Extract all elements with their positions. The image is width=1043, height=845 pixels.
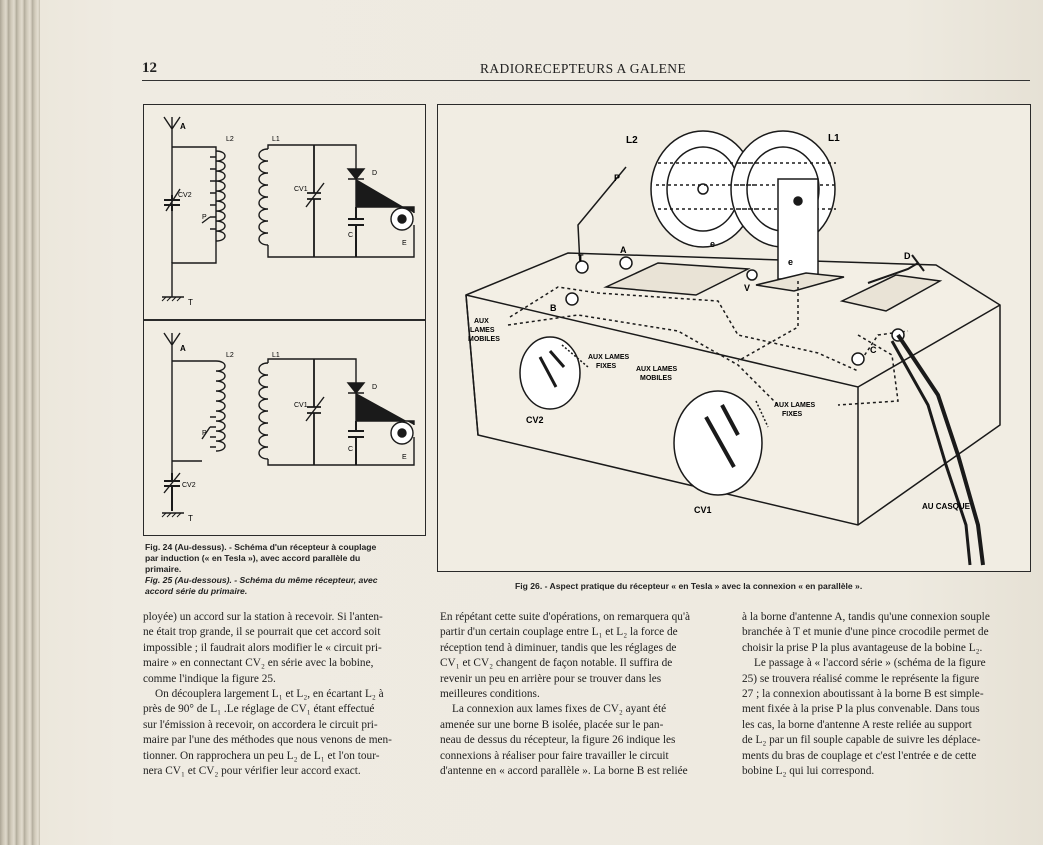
fig24-label-T: T xyxy=(188,298,193,307)
text-line: ne était trop grande, il se pourrait que… xyxy=(143,626,381,639)
fig26-label-V: V xyxy=(744,283,750,293)
figure-24-schematic: A L2 L1 CV2 P CV1 D C E T xyxy=(161,116,415,307)
fig26-label-L1: L1 xyxy=(828,133,840,144)
text-line: meilleures conditions. xyxy=(440,688,540,701)
text-line: connexions à réaliser pour faire travail… xyxy=(440,749,669,762)
figure-24-box: A L2 L1 CV2 P CV1 D C E T xyxy=(143,104,426,320)
fig24-label-antenna: A xyxy=(180,122,186,131)
figure-26-illustration: L2 L1 P A T e e V D B C CV2 CV1 AUX LAME… xyxy=(465,130,1001,566)
text-line: amenée sur une borne B isolée, placée su… xyxy=(440,718,664,731)
fig25-label-E: E xyxy=(402,454,407,461)
caption-fig-26: Fig 26. - Aspect pratique du récepteur «… xyxy=(515,581,1025,592)
fig24-label-CV2: CV2 xyxy=(178,192,192,199)
caption-line: Fig 26. - Aspect pratique du récepteur «… xyxy=(515,581,863,591)
fig26-label-C: C xyxy=(870,345,877,355)
text-line: choisir la prise P la plus avantageuse d… xyxy=(742,641,983,654)
fig25-label-CV2: CV2 xyxy=(182,482,196,489)
fig26-label-A: A xyxy=(620,245,627,255)
page-number: 12 xyxy=(142,60,157,76)
text-line: ployée) un accord sur la station à recev… xyxy=(143,611,383,623)
fig26-label-lames-1: LAMES xyxy=(470,327,495,334)
text-line: maire » en connectant CV₂ en série avec … xyxy=(143,657,374,670)
fig24-label-P: P xyxy=(202,214,207,221)
text-line: neau de dessus du récepteur, la figure 2… xyxy=(440,734,676,747)
text-line: partir d'un certain couplage entre L₁ et… xyxy=(440,626,678,639)
fig25-label-antenna: A xyxy=(180,344,186,353)
text-line: 25) se trouvera réalisé comme le représe… xyxy=(742,672,980,685)
fig25-label-T: T xyxy=(188,514,193,523)
fig26-label-aux-1: AUX xyxy=(474,318,489,325)
fig24-label-L1: L1 xyxy=(272,136,280,143)
text-line: nera CV₁ et CV₂ pour vérifier leur accor… xyxy=(143,765,361,778)
text-line: près de 90° de L₁ .Le réglage de CV₁ éta… xyxy=(143,703,375,716)
fig26-label-CV1: CV1 xyxy=(694,505,712,515)
text-line: maire par l'une des méthodes que nous ve… xyxy=(143,734,392,747)
text-line: de L₂ par un fil souple capable de suivr… xyxy=(742,734,981,747)
fig26-label-fixes-1b: FIXES xyxy=(596,363,617,370)
caption-line: par induction (« en Tesla »), avec accor… xyxy=(145,553,361,563)
fig25-label-L1: L1 xyxy=(272,352,280,359)
fig24-label-D: D xyxy=(372,170,377,177)
text-line: CV₁ et CV₂ changent de façon notable. Il… xyxy=(440,657,673,670)
fig24-label-C: C xyxy=(348,232,353,239)
fig24-label-E: E xyxy=(402,240,407,247)
text-line: 27 ; la connexion aboutissant à la borne… xyxy=(742,688,984,701)
fig26-label-fixes-2a: AUX LAMES xyxy=(774,402,816,409)
text-line: tionner. On rapprochera un peu L₂ de L₁ … xyxy=(143,749,380,762)
text-line: réception tend à diminuer, tandis que le… xyxy=(440,641,677,654)
figure-25-schematic: A L2 L1 CV2 P CV1 D C E T xyxy=(161,332,415,523)
fig26-label-T: T xyxy=(578,253,584,263)
caption-line: Fig. 25 (Au-dessous). - Schéma du même r… xyxy=(145,575,378,585)
caption-line: Fig. 24 (Au-dessus). - Schéma d'un récep… xyxy=(145,542,377,552)
fig26-label-e1: e xyxy=(710,239,715,249)
text-line: impossible ; il faudrait alors modifier … xyxy=(143,641,382,654)
text-column-1: ployée) un accord sur la station à recev… xyxy=(143,610,424,779)
text-line: La connexion aux lames fixes de CV₂ ayan… xyxy=(452,703,667,716)
caption-fig-24-25: Fig. 24 (Au-dessus). - Schéma d'un récep… xyxy=(145,542,435,597)
text-line: revenir un peu en arrière pour se trouve… xyxy=(440,672,662,685)
fig25-label-C: C xyxy=(348,446,353,453)
text-column-3: à la borne d'antenne A, tandis qu'une co… xyxy=(742,610,1030,779)
text-line: En répétant cette suite d'opérations, on… xyxy=(440,611,690,623)
figure-25-box: A L2 L1 CV2 P CV1 D C E T xyxy=(143,320,426,536)
running-title: RADIORECEPTEURS A GALENE xyxy=(480,61,687,76)
text-line: bobine L₂ qui lui correspond. xyxy=(742,765,875,778)
fig26-label-D: D xyxy=(904,251,911,261)
fig25-label-CV1: CV1 xyxy=(294,402,308,409)
text-line: branchée à T et munie d'une pince crocod… xyxy=(742,626,989,639)
fig26-label-fixes-2b: FIXES xyxy=(782,411,803,418)
fig26-label-P: P xyxy=(614,173,620,183)
fig26-label-e2: e xyxy=(788,257,793,267)
fig26-label-mobiles-2b: MOBILES xyxy=(640,375,672,382)
fig24-label-L2: L2 xyxy=(226,136,234,143)
fig26-label-B: B xyxy=(550,303,557,313)
fig26-label-fixes-1a: AUX LAMES xyxy=(588,354,630,361)
text-column-2: En répétant cette suite d'opérations, on… xyxy=(440,610,726,779)
caption-line: accord série du primaire. xyxy=(145,586,248,596)
fig26-label-L2: L2 xyxy=(626,135,638,146)
text-line: ments du bras de couplage et c'est l'ent… xyxy=(742,749,977,762)
figure-26-box: L2 L1 P A T e e V D B C CV2 CV1 AUX LAME… xyxy=(437,104,1031,572)
caption-line: primaire. xyxy=(145,564,182,574)
text-line: d'antenne en « accord parallèle ». La bo… xyxy=(440,765,688,778)
fig26-label-mobiles-2a: AUX LAMES xyxy=(636,366,678,373)
book-binding xyxy=(0,0,40,845)
text-line: ment fixée à la prise P la plus convenab… xyxy=(742,703,980,716)
text-line: à la borne d'antenne A, tandis qu'une co… xyxy=(742,611,990,623)
fig26-label-casque: AU CASQUE xyxy=(922,502,971,511)
fig26-label-CV2: CV2 xyxy=(526,415,544,425)
fig25-label-D: D xyxy=(372,384,377,391)
fig25-label-L2: L2 xyxy=(226,352,234,359)
fig24-label-CV1: CV1 xyxy=(294,186,308,193)
page-header: 12 RADIORECEPTEURS A GALENE xyxy=(142,58,1030,81)
text-line: les cas, la borne d'antenne A reste reli… xyxy=(742,718,972,731)
fig26-label-mobiles-1: MOBILES xyxy=(468,336,500,343)
text-line: comme l'indique la figure 25. xyxy=(143,672,276,685)
text-line: On découplera largement L₁ et L₂, en éca… xyxy=(155,688,384,701)
fig25-label-P: P xyxy=(202,430,207,437)
text-line: sur l'émission à recevoir, on accordera … xyxy=(143,718,378,731)
text-line: Le passage à « l'accord série » (schéma … xyxy=(754,657,986,670)
